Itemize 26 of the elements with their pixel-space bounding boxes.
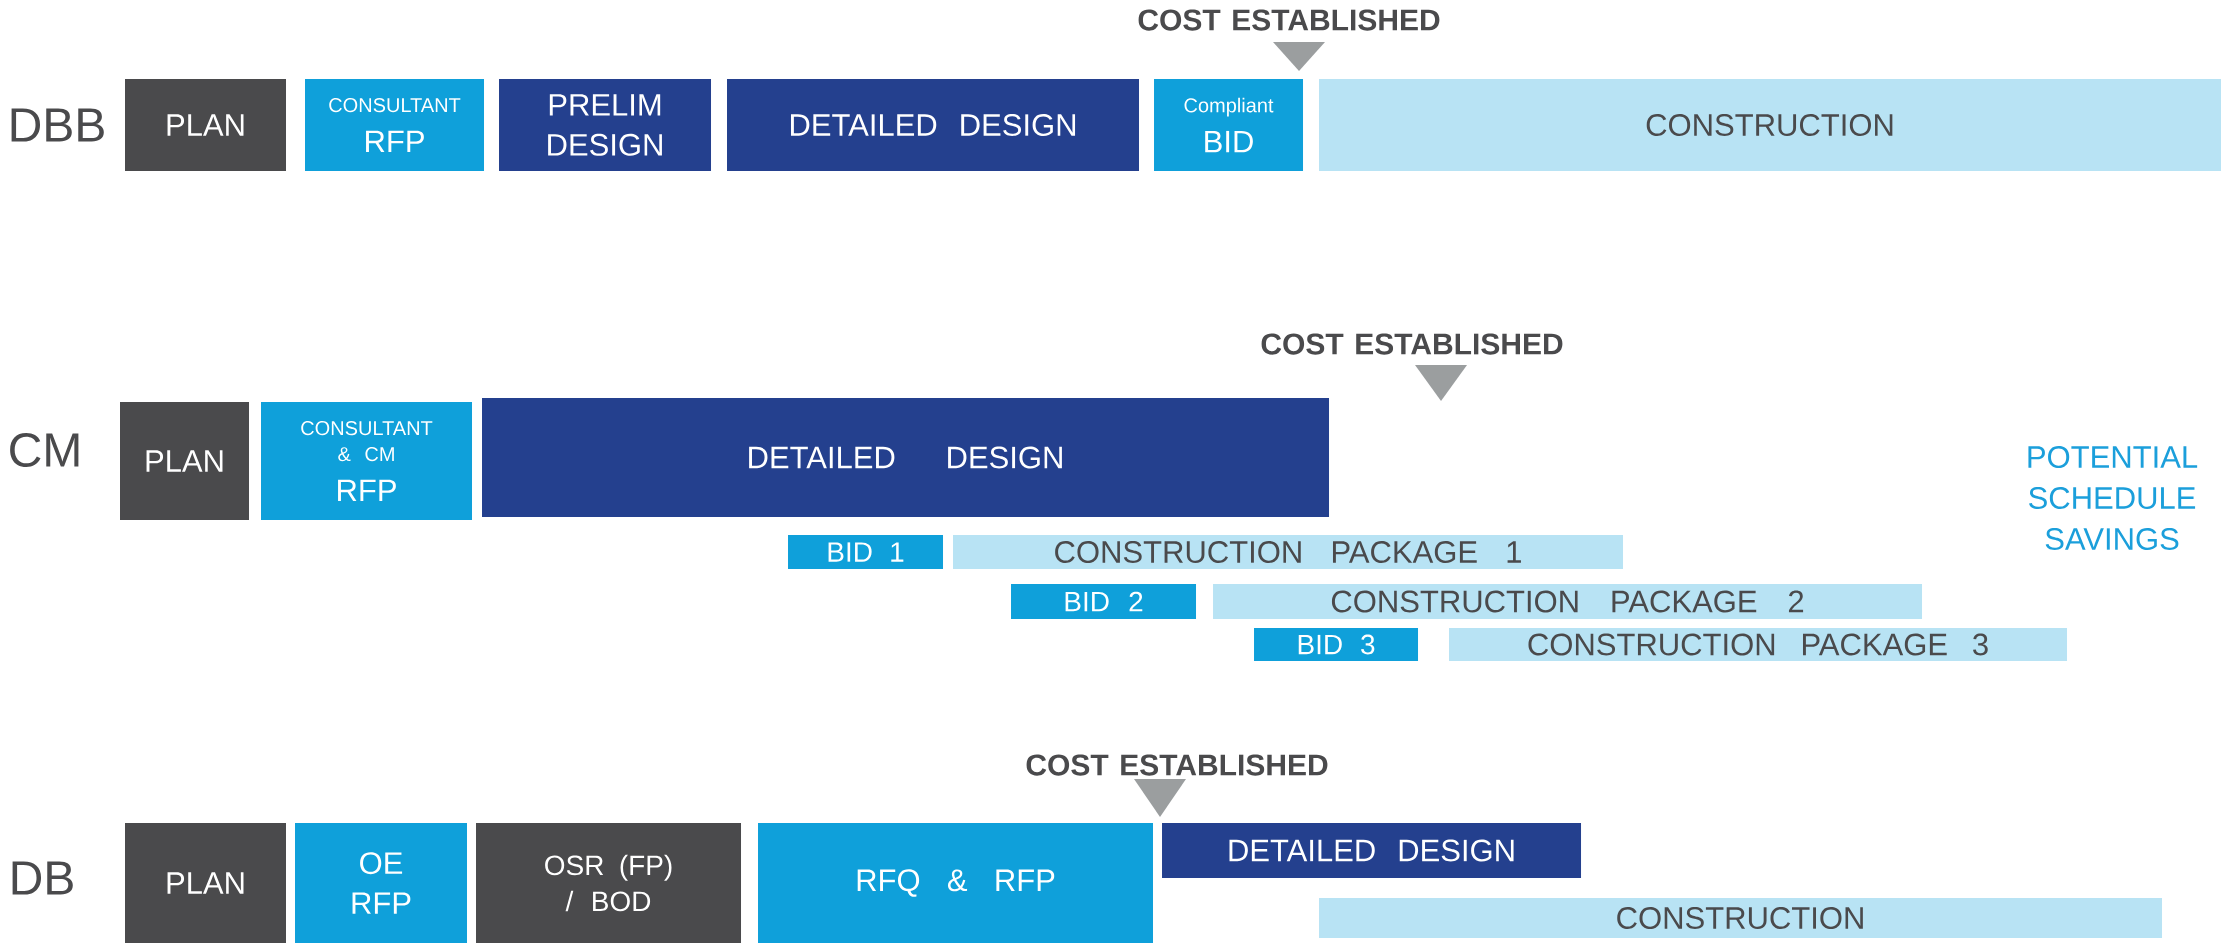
phase-bar: BID 1	[788, 535, 943, 569]
phase-bar: OSR (FP) / BOD	[476, 823, 741, 943]
phase-bar: BID 3	[1254, 628, 1418, 661]
phase-bar: DETAILED DESIGN	[482, 398, 1329, 517]
phase-bar: CONSTRUCTION	[1319, 79, 2221, 171]
phase-bar: DETAILED DESIGN	[1162, 823, 1581, 878]
phase-bar: CONSTRUCTION	[1319, 898, 2162, 938]
phase-bar: PRELIM DESIGN	[499, 79, 711, 171]
phase-bar: CONSTRUCTION PACKAGE 3	[1449, 628, 2068, 661]
phase-bar: PLAN	[125, 823, 286, 943]
row-label: DB	[12, 861, 73, 895]
phase-bar: CONSTRUCTION PACKAGE 1	[953, 535, 1623, 569]
milestone-label: COST ESTABLISHED	[1026, 754, 1328, 776]
phase-bar: Compliant BID	[1154, 79, 1303, 171]
phase-bar: BID 2	[1011, 584, 1196, 619]
phase-bar: PLAN	[120, 402, 249, 520]
milestone-label: COST ESTABLISHED	[1261, 333, 1563, 355]
phase-bar: RFQ & RFP	[758, 823, 1153, 943]
phase-bar: DETAILED DESIGN	[727, 79, 1139, 171]
phase-bar: CONSULTANT & CM RFP	[261, 402, 472, 520]
phase-bar: CONSTRUCTION PACKAGE 2	[1213, 584, 1922, 619]
milestone-label: COST ESTABLISHED	[1138, 9, 1440, 31]
note-text: POTENTIAL SCHEDULE SAVINGS	[2028, 446, 2198, 550]
phase-bar: CONSULTANT RFP	[305, 79, 484, 171]
phase-bar: PLAN	[125, 79, 286, 171]
phase-bar: OE RFP	[295, 823, 467, 943]
